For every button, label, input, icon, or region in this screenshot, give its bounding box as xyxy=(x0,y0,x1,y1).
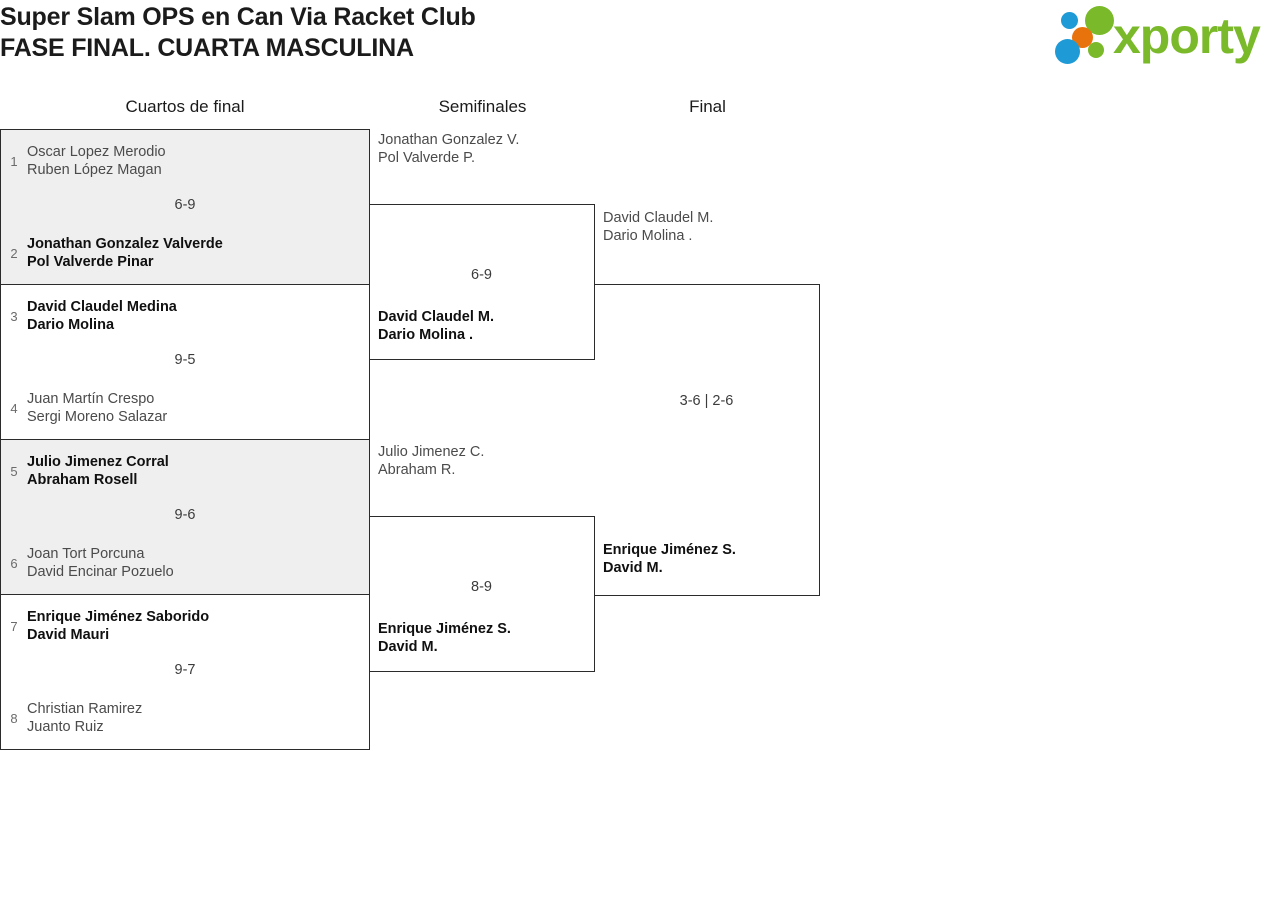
match-score: 6-9 xyxy=(174,197,196,213)
player-name: Julio Jimenez C. xyxy=(378,444,485,460)
logo-dot-green-small-icon xyxy=(1088,42,1104,58)
round-header-final: Final xyxy=(689,97,726,116)
match-side-top[interactable]: 5 Julio Jimenez Corral Abraham Rosell xyxy=(1,448,369,494)
match-side-bottom[interactable]: 4 Juan Martín Crespo Sergi Moreno Salaza… xyxy=(1,385,369,431)
seed-number: 7 xyxy=(10,618,18,634)
player-name: Enrique Jiménez S. xyxy=(378,621,511,637)
player-names: David Claudel M. Dario Molina . xyxy=(603,209,713,245)
player-name: Pol Valverde P. xyxy=(378,150,475,166)
player-names: David Claudel M. Dario Molina . xyxy=(378,308,494,344)
player-name: David Encinar Pozuelo xyxy=(27,564,174,580)
player-name: David M. xyxy=(603,560,663,576)
player-name: Dario Molina . xyxy=(378,327,474,343)
player-names: David Claudel Medina Dario Molina xyxy=(27,298,177,334)
player-names: Jonathan Gonzalez V. Pol Valverde P. xyxy=(378,131,519,167)
player-name: Julio Jimenez Corral xyxy=(27,454,169,470)
match-side-top[interactable]: 1 Oscar Lopez Merodio Ruben López Magan xyxy=(1,138,369,184)
logo-wordmark: xporty xyxy=(1113,8,1261,64)
page-title: Super Slam OPS en Can Via Racket Club FA… xyxy=(0,2,900,64)
match-side-bottom[interactable]: David Claudel M. Dario Molina . xyxy=(370,306,593,346)
seed-number: 2 xyxy=(10,245,18,261)
player-name: Juan Martín Crespo xyxy=(27,391,155,407)
match-side-bottom[interactable]: Enrique Jiménez S. David M. xyxy=(370,618,593,658)
match-qf-4[interactable]: 7 Enrique Jiménez Saborido David Mauri 9… xyxy=(0,594,370,750)
match-qf-1[interactable]: 1 Oscar Lopez Merodio Ruben López Magan … xyxy=(0,129,370,285)
match-sf-2[interactable]: Julio Jimenez C. Abraham R. 8-9 Enrique … xyxy=(370,444,595,672)
match-score: 8-9 xyxy=(471,579,492,595)
xporty-logo[interactable]: xporty xyxy=(1053,6,1277,66)
match-qf-2[interactable]: 3 David Claudel Medina Dario Molina 9-5 … xyxy=(0,284,370,440)
player-name: David Claudel M. xyxy=(378,309,495,325)
player-name: Sergi Moreno Salazar xyxy=(27,409,168,425)
player-name: Juanto Ruiz xyxy=(27,719,104,735)
player-name: David Claudel Medina xyxy=(27,299,177,315)
player-name: Dario Molina . xyxy=(603,228,693,244)
match-qf-3[interactable]: 5 Julio Jimenez Corral Abraham Rosell 9-… xyxy=(0,439,370,595)
player-name: Dario Molina xyxy=(27,317,115,333)
match-side-top[interactable]: Julio Jimenez C. Abraham R. xyxy=(370,441,593,481)
player-name: Jonathan Gonzalez Valverde xyxy=(27,236,223,252)
seed-number: 1 xyxy=(10,153,18,169)
seed-number: 3 xyxy=(10,308,18,324)
match-side-top[interactable]: 3 David Claudel Medina Dario Molina xyxy=(1,293,369,339)
seed-number: 8 xyxy=(10,710,18,726)
match-side-top[interactable]: Jonathan Gonzalez V. Pol Valverde P. xyxy=(370,129,593,169)
player-names: Enrique Jiménez S. David M. xyxy=(603,541,736,577)
player-names: Jonathan Gonzalez Valverde Pol Valverde … xyxy=(27,235,223,271)
tournament-name: Super Slam OPS en Can Via Racket Club xyxy=(0,3,476,31)
player-name: Abraham Rosell xyxy=(27,472,138,488)
player-names: Julio Jimenez C. Abraham R. xyxy=(378,443,484,479)
match-side-top[interactable]: David Claudel M. Dario Molina . xyxy=(595,207,818,247)
player-names: Enrique Jiménez S. David M. xyxy=(378,620,511,656)
player-names: Julio Jimenez Corral Abraham Rosell xyxy=(27,453,169,489)
player-name: David M. xyxy=(378,639,438,655)
player-name: Enrique Jiménez S. xyxy=(603,542,736,558)
player-name: Jonathan Gonzalez V. xyxy=(378,132,520,148)
seed-number: 5 xyxy=(10,463,18,479)
match-side-bottom[interactable]: 6 Joan Tort Porcuna David Encinar Pozuel… xyxy=(1,540,369,586)
player-name: Christian Ramirez xyxy=(27,701,143,717)
match-side-bottom[interactable]: 8 Christian Ramirez Juanto Ruiz xyxy=(1,695,369,741)
seed-number: 6 xyxy=(10,555,18,571)
player-names: Christian Ramirez Juanto Ruiz xyxy=(27,700,142,736)
player-name: David Claudel M. xyxy=(603,210,714,226)
player-names: Joan Tort Porcuna David Encinar Pozuelo xyxy=(27,545,174,581)
tournament-phase: FASE FINAL. CUARTA MASCULINA xyxy=(0,34,414,62)
player-name: David Mauri xyxy=(27,627,110,643)
player-name: Oscar Lopez Merodio xyxy=(27,144,166,160)
player-name: Ruben López Magan xyxy=(27,162,162,178)
logo-dot-blue-small-icon xyxy=(1061,12,1078,29)
match-side-bottom[interactable]: 2 Jonathan Gonzalez Valverde Pol Valverd… xyxy=(1,230,369,276)
match-score: 9-7 xyxy=(174,662,196,678)
player-name: Enrique Jiménez Saborido xyxy=(27,609,210,625)
round-header-quarterfinals: Cuartos de final xyxy=(125,97,245,116)
player-names: Enrique Jiménez Saborido David Mauri xyxy=(27,608,209,644)
player-name: Joan Tort Porcuna xyxy=(27,546,145,562)
match-score: 9-5 xyxy=(174,352,196,368)
match-score: 3-6 | 2-6 xyxy=(679,393,734,409)
match-score: 6-9 xyxy=(471,267,492,283)
match-sf-1[interactable]: Jonathan Gonzalez V. Pol Valverde P. 6-9… xyxy=(370,132,595,360)
logo-dots-icon xyxy=(1053,6,1125,66)
player-names: Oscar Lopez Merodio Ruben López Magan xyxy=(27,143,166,179)
player-names: Juan Martín Crespo Sergi Moreno Salazar xyxy=(27,390,167,426)
player-name: Abraham R. xyxy=(378,462,456,478)
match-final[interactable]: David Claudel M. Dario Molina . 3-6 | 2-… xyxy=(595,210,820,596)
match-score: 9-6 xyxy=(174,507,196,523)
round-header-semifinals: Semifinales xyxy=(438,97,527,116)
player-name: Pol Valverde Pinar xyxy=(27,254,154,270)
match-side-top[interactable]: 7 Enrique Jiménez Saborido David Mauri xyxy=(1,603,369,649)
logo-dot-blue-large-icon xyxy=(1055,39,1080,64)
match-side-bottom[interactable]: Enrique Jiménez S. David M. xyxy=(595,539,818,579)
seed-number: 4 xyxy=(10,400,18,416)
